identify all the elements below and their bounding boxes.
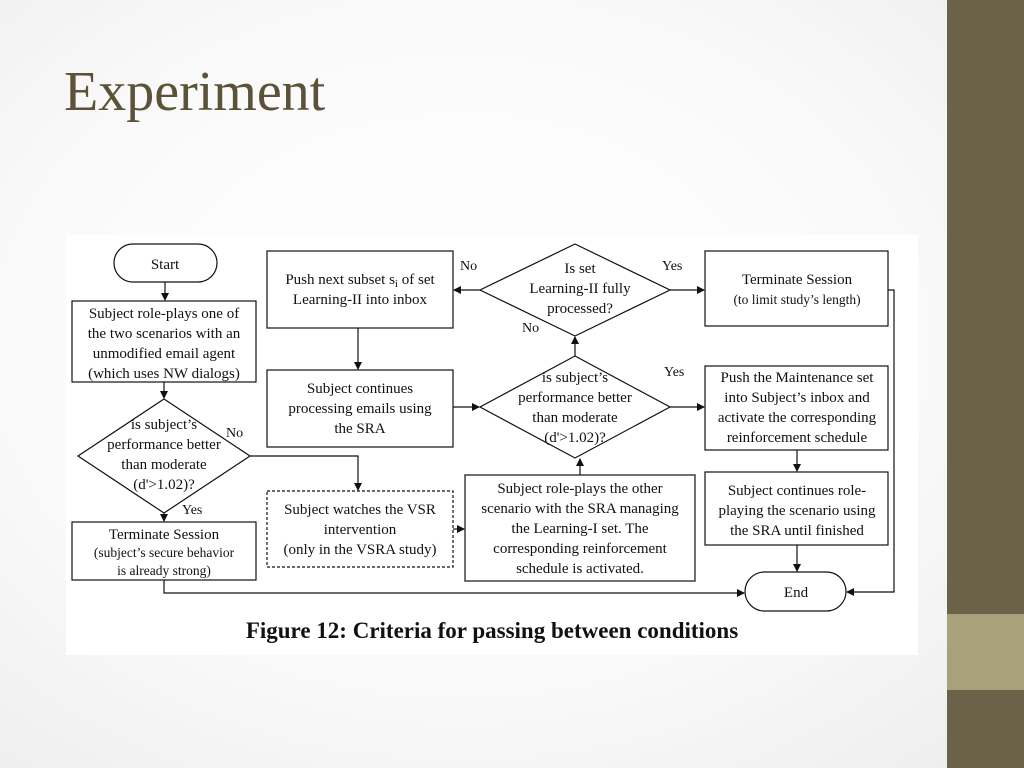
push-subset-line-2: Learning-II into inbox	[293, 292, 428, 308]
decision2-yes-label: Yes	[664, 365, 684, 380]
roleplay-unmodified-line-3: unmodified email agent	[93, 346, 236, 362]
terminate-length-line-2: (to limit study’s length)	[733, 292, 860, 307]
push-maintenance-line-1: Push the Maintenance set	[721, 370, 875, 386]
decision2-line-1: is subject’s	[542, 370, 608, 386]
decision1-line-2: performance better	[107, 437, 221, 453]
figure-caption: Figure 12: Criteria for passing between …	[245, 618, 739, 643]
terminate-strong-line-3: is already strong)	[117, 563, 211, 578]
push-maintenance-line-4: reinforcement schedule	[727, 430, 868, 446]
continue-roleplay-box	[704, 471, 889, 546]
decision1-line-1: is subject’s	[131, 417, 197, 433]
continues-sra-line-1: Subject continues	[307, 381, 413, 397]
roleplay-other-box	[464, 474, 696, 582]
roleplay-unmodified-line-1: Subject role-plays one of	[89, 306, 239, 322]
flowchart-svg: Start Subject role-plays one of the two …	[71, 243, 895, 612]
terminate-strong-line-2: (subject’s secure behavior	[94, 545, 235, 560]
decision2-line-2: performance better	[518, 390, 632, 406]
continues-sra-line-3: the SRA	[334, 421, 385, 437]
end-label: End	[784, 585, 809, 601]
learning2-yes-label: Yes	[662, 259, 682, 274]
slide-title: Experiment	[64, 61, 326, 123]
roleplay-other-line-5: schedule is activated.	[516, 561, 644, 577]
terminate-strong-line-1: Terminate Session	[109, 527, 220, 543]
continue-roleplay-line-3: the SRA until finished	[730, 523, 864, 539]
decision1-no-label: No	[226, 426, 243, 441]
roleplay-other-line-3: the Learning-I set. The	[511, 521, 649, 537]
decision2-no-label: No	[522, 321, 539, 336]
push-subset-box	[266, 250, 454, 329]
watch-vsr-line-1: Subject watches the VSR	[284, 502, 436, 518]
decision2-line-3: than moderate	[532, 410, 618, 426]
edge-terminate-length-end	[846, 289, 895, 596]
continue-roleplay-line-1: Subject continues role-	[728, 483, 866, 499]
watch-vsr-line-2: intervention	[324, 522, 397, 538]
start-label: Start	[151, 257, 180, 273]
continue-roleplay-line-2: playing the scenario using	[718, 503, 876, 519]
roleplay-unmodified-line-4: (which uses NW dialogs)	[88, 366, 240, 382]
decision1-yes-label: Yes	[182, 503, 202, 518]
edge-terminate-end	[163, 580, 745, 597]
roleplay-other-line-2: scenario with the SRA managing	[481, 501, 679, 517]
decision1-line-3: than moderate	[121, 457, 207, 473]
terminate-length-line-1: Terminate Session	[742, 272, 853, 288]
terminate-length-box	[704, 250, 889, 327]
watch-vsr-line-3: (only in the VSRA study)	[283, 542, 436, 558]
decision1-line-4: (d'>1.02)?	[133, 477, 195, 493]
roleplay-other-line-4: corresponding reinforcement	[493, 541, 668, 557]
push-maintenance-line-2: into Subject’s inbox and	[724, 390, 870, 406]
decision-performance-2	[478, 355, 672, 459]
terminate-strong-box	[71, 521, 257, 581]
learning2-line-1: Is set	[564, 261, 596, 277]
continues-sra-line-2: processing emails using	[288, 401, 432, 417]
continues-sra-box	[266, 369, 454, 448]
flowchart-figure: Start Subject role-plays one of the two …	[66, 235, 918, 655]
roleplay-unmodified-line-2: the two scenarios with an	[88, 326, 241, 342]
push-maintenance-line-3: activate the corresponding	[718, 410, 877, 426]
learning2-line-3: processed?	[547, 301, 613, 317]
learning2-no-label: No	[460, 259, 477, 274]
edge-decision1-no	[250, 455, 362, 491]
decision2-line-4: (d'>1.02)?	[544, 430, 606, 446]
push-maintenance-box	[704, 365, 889, 451]
sidebar-accent	[947, 614, 1024, 690]
learning2-line-2: Learning-II fully	[529, 281, 631, 297]
watch-vsr-box	[266, 490, 454, 568]
roleplay-other-line-1: Subject role-plays the other	[497, 481, 662, 497]
push-subset-line-1: Push next subset si of set	[285, 272, 435, 290]
